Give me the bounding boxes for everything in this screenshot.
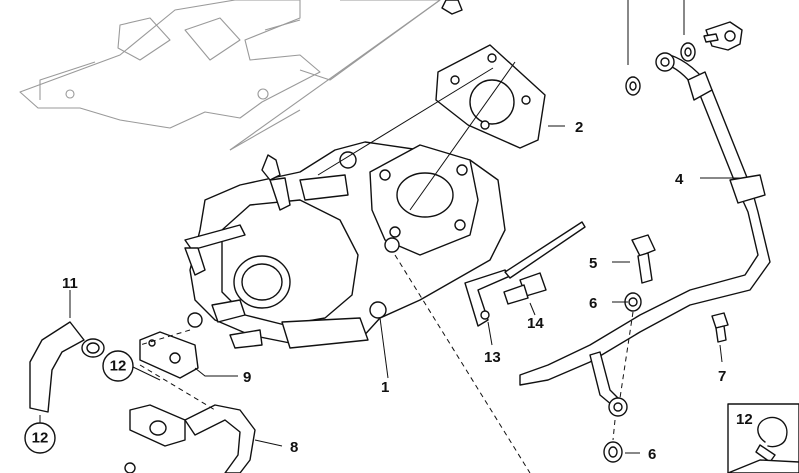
leader-lines xyxy=(39,0,742,473)
bolt-top xyxy=(441,0,463,15)
callout-1: 1 xyxy=(381,379,389,396)
bolt-7 xyxy=(711,312,729,343)
callout-13: 13 xyxy=(484,349,501,366)
callout-6-lower: 6 xyxy=(648,446,656,463)
turbocharger-1 xyxy=(184,141,506,349)
oil-return-pipe-8 xyxy=(124,404,256,473)
callout-9: 9 xyxy=(243,369,251,386)
oil-feed-line-4 xyxy=(519,52,771,417)
svg-text:12: 12 xyxy=(32,430,49,447)
callout-2: 2 xyxy=(575,119,583,136)
svg-text:12: 12 xyxy=(110,358,127,375)
hose-11 xyxy=(29,321,105,413)
exhaust-manifold-ghost xyxy=(19,0,441,151)
callout-7: 7 xyxy=(718,368,726,385)
callout-12-inset: 12 xyxy=(736,411,753,428)
clamp-inset xyxy=(727,403,799,473)
banjo-bolt xyxy=(703,21,743,51)
callout-labels: 1 2 4 5 6 6 7 8 9 11 13 14 12 xyxy=(62,119,753,463)
bolt-14 xyxy=(503,272,547,305)
bracket-13 xyxy=(464,221,586,327)
callout-11: 11 xyxy=(62,275,78,292)
callout-14: 14 xyxy=(527,315,544,332)
circled-callout-12-upper: 12 xyxy=(102,350,134,382)
washer-6-lower xyxy=(603,441,623,463)
callout-6-upper: 6 xyxy=(589,295,597,312)
washer-6-upper xyxy=(624,292,642,312)
sealing-rings-top xyxy=(625,42,696,96)
callout-8: 8 xyxy=(290,439,298,456)
circled-callout-12-lower: 12 xyxy=(24,422,56,454)
callout-5: 5 xyxy=(589,255,597,272)
callout-4: 4 xyxy=(675,171,684,188)
bolt-5 xyxy=(631,234,656,284)
gasket-9 xyxy=(139,331,199,379)
